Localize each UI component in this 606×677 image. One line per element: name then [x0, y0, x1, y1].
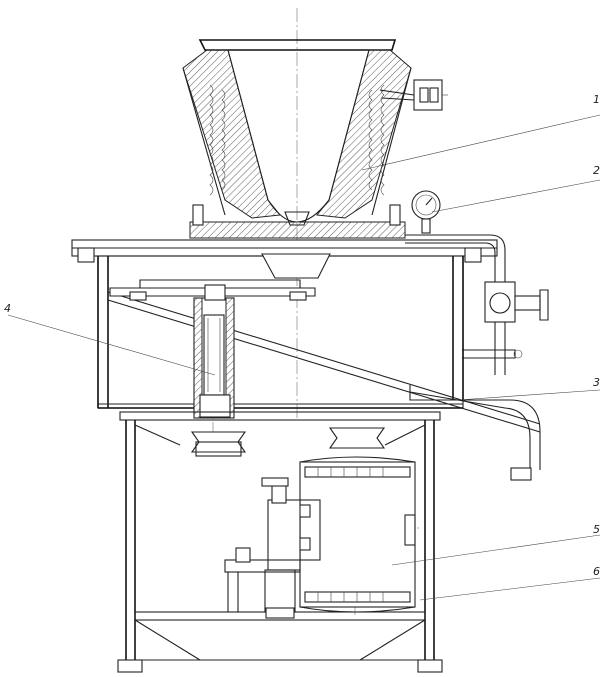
rotor-disc — [109, 253, 331, 301]
outlet-pipe-valve — [405, 234, 549, 375]
pulleys — [190, 427, 386, 457]
callout-labels: 1 2 3 4 5 6 — [4, 93, 600, 578]
callout-5: 5 — [593, 523, 600, 536]
hopper-cone — [182, 39, 412, 226]
leader-lines — [7, 114, 601, 601]
spindle-assembly — [193, 284, 235, 419]
right-spring-coils — [368, 84, 385, 196]
callout-3: 3 — [593, 376, 600, 389]
upper-housing — [97, 255, 541, 481]
motor-mount — [224, 477, 301, 619]
callout-4: 4 — [4, 302, 11, 315]
left-spring-coils — [209, 84, 226, 196]
callout-1: 1 — [593, 93, 600, 106]
main-table-plate — [71, 204, 498, 263]
pressure-gauge — [411, 190, 441, 234]
electric-motor — [293, 456, 416, 613]
callout-2: 2 — [593, 164, 600, 177]
support-frame — [117, 411, 443, 673]
inlet-pipe-fitting — [379, 79, 448, 111]
callout-6: 6 — [593, 565, 600, 578]
